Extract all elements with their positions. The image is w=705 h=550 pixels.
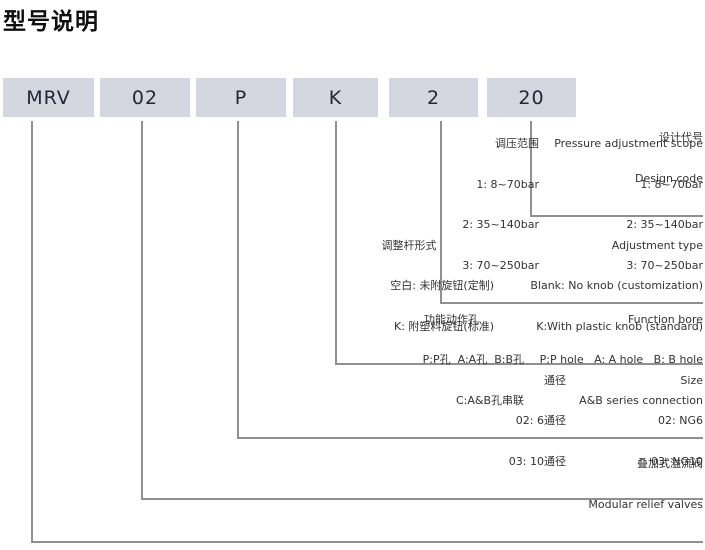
label-pressure-header-en: Pressure adjustment scope [554, 137, 703, 150]
connector-hline-size [141, 498, 703, 500]
connector-vline-mrv [31, 121, 33, 541]
label-function-row: C:A&B孔串联 A&B series connection [379, 394, 703, 408]
label-pressure-header: 调压范围 Pressure adjustment scope [419, 137, 703, 151]
size-row-en: 02: NG6 [658, 414, 703, 427]
label-product-en: Modular relief valves [588, 497, 703, 511]
connector-hline-design [530, 215, 703, 217]
function-row-cn: C:A&B孔串联 [455, 393, 524, 407]
connector-hline-function [237, 437, 703, 439]
connector-hline-pressure [440, 302, 703, 304]
label-product-name: 叠加式溢流阀 Modular relief valves [588, 430, 703, 541]
connector-hline-adjustment [335, 363, 703, 365]
pressure-row-en: 3: 70~250bar [626, 258, 703, 272]
label-adjustment-header: 调整杆形式 Adjustment type [324, 238, 704, 253]
model-code-box-pressure: 2 [389, 78, 478, 117]
adjustment-row-cn: 空白: 未附旋钮(定制) [390, 279, 494, 292]
connector-vline-pressure [440, 121, 442, 302]
label-size-row: 03: 10通径 03: NG10 [471, 455, 703, 469]
label-function-header-cn: 功能动作孔 [424, 312, 479, 326]
model-code-box-mrv: MRV [3, 78, 94, 117]
pressure-row-cn: 1: 8~70bar [476, 177, 539, 191]
connector-hline-mrv [31, 541, 703, 543]
connector-vline-size [141, 121, 143, 498]
model-code-box-adjustment: K [293, 78, 378, 117]
label-size-header-cn: 通径 [544, 373, 566, 387]
label-adjustment-type: 调整杆形式 Adjustment type 空白: 未附旋钮(定制) Blank… [324, 212, 704, 364]
label-function-header: 功能动作孔 Function bore [379, 313, 703, 327]
function-row-en: A&B series connection [579, 393, 703, 407]
label-adjustment-header-en: Adjustment type [611, 238, 703, 252]
connector-vline-function [237, 121, 239, 437]
pressure-row-en: 2: 35~140bar [626, 218, 703, 231]
label-size-header-en: Size [680, 373, 703, 387]
adjustment-row-en: Blank: No knob (customization) [530, 279, 703, 292]
label-pressure-scope: 调压范围 Pressure adjustment scope 1: 8~70ba… [419, 110, 703, 302]
label-adjustment-row: K: 附塑料旋钮(标准) K:With plastic knob (standa… [324, 320, 703, 334]
size-row-cn: 02: 6通径 [515, 414, 566, 427]
label-design-code: 设计代号 Design code [635, 104, 703, 215]
label-product-cn: 叠加式溢流阀 [637, 457, 703, 470]
label-pressure-row: 2: 35~140bar 2: 35~140bar [419, 218, 703, 232]
label-adjustment-header-cn: 调整杆形式 [381, 238, 437, 252]
model-code-box-function: P [196, 78, 286, 117]
label-pressure-row: 3: 70~250bar 3: 70~250bar [419, 259, 703, 273]
connector-vline-design [530, 121, 532, 215]
page-title: 型号说明 [3, 9, 99, 35]
label-size: 通径 Size 02: 6通径 02: NG6 03: 10通径 03: NG1… [471, 347, 703, 499]
label-pressure-header-cn: 调压范围 [495, 137, 539, 150]
label-design-code-cn: 设计代号 [659, 131, 703, 144]
connector-vline-adjustment [335, 121, 337, 363]
label-function-row: P:P孔 A:A孔 B:B孔 P:P hole A: A hole B: B h… [379, 353, 703, 367]
label-size-row: 02: 6通径 02: NG6 [471, 414, 703, 428]
pressure-row-en: 1: 8~70bar [640, 177, 703, 191]
label-size-header: 通径 Size [471, 374, 703, 388]
label-function-header-en: Function bore [627, 312, 703, 326]
label-design-code-en: Design code [634, 171, 703, 185]
function-row-en: P:P hole A: A hole B: B hole [539, 353, 703, 366]
pressure-row-cn: 2: 35~140bar [462, 218, 539, 231]
label-pressure-row: 1: 8~70bar 1: 8~70bar [419, 178, 703, 192]
model-code-box-size: 02 [100, 78, 190, 117]
label-adjustment-row: 空白: 未附旋钮(定制) Blank: No knob (customizati… [324, 279, 703, 293]
adjustment-row-en: K:With plastic knob (standard) [536, 319, 703, 333]
pressure-row-cn: 3: 70~250bar [462, 258, 539, 272]
function-row-cn: P:P孔 A:A孔 B:B孔 [422, 353, 524, 366]
adjustment-row-cn: K: 附塑料旋钮(标准) [394, 319, 494, 333]
model-code-box-design: 20 [487, 78, 576, 117]
size-row-cn: 03: 10通径 [508, 454, 566, 468]
label-function-bore: 功能动作孔 Function bore P:P孔 A:A孔 B:B孔 P:P h… [379, 286, 703, 438]
size-row-en: 03: NG10 [651, 454, 703, 468]
